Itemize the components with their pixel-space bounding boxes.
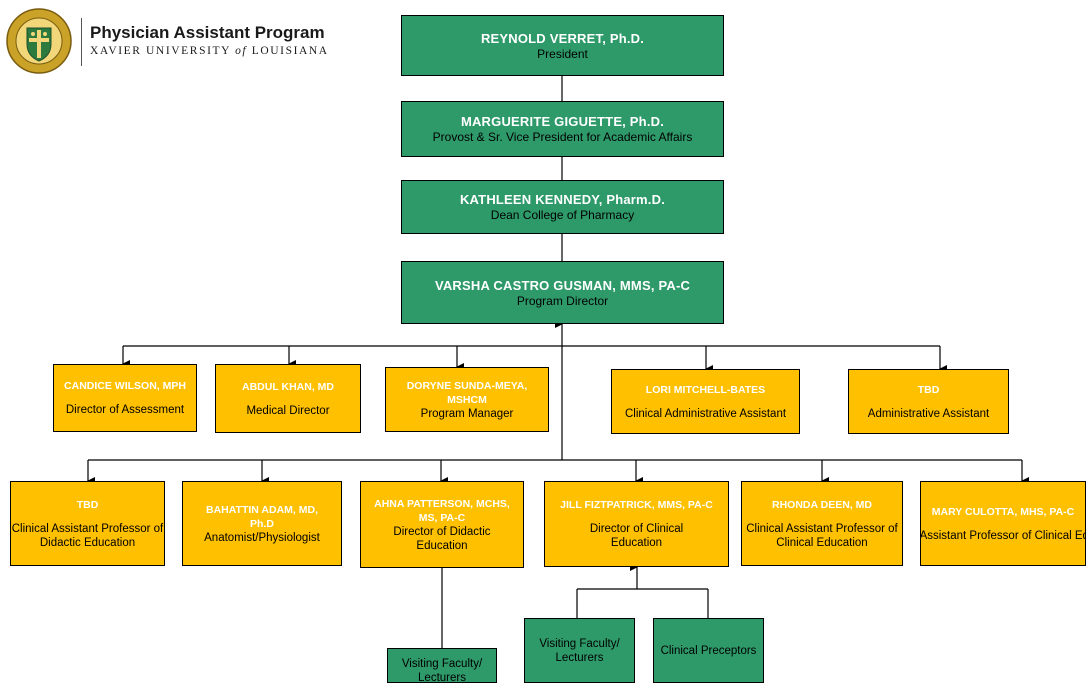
faculty-title: Clinical Assistant Professor of Clinical…: [746, 522, 898, 549]
faculty-title: Clinical Assistant Professor of Didactic…: [11, 522, 164, 549]
support-box-clinical-preceptors: Clinical Preceptors: [653, 618, 764, 683]
staff-name: CANDICE WILSON, MPH: [64, 380, 186, 392]
dean-title: Dean College of Pharmacy: [490, 208, 635, 222]
staff-box-assessment: CANDICE WILSON, MPH Director of Assessme…: [53, 364, 197, 432]
support-title: Visiting Faculty/ Lecturers: [539, 637, 620, 664]
staff-box-admin-assistant: TBD Administrative Assistant: [848, 369, 1009, 434]
faculty-box-didactic-professor: TBD Clinical Assistant Professor of Dida…: [10, 481, 165, 566]
university-name: XAVIER UNIVERSITY of LOUISIANA: [90, 45, 329, 57]
faculty-box-clinical-professor: RHONDA DEEN, MD Clinical Assistant Profe…: [741, 481, 903, 566]
faculty-box-clinical-director: JILL FIZTPATRICK, MMS, PA-C Director of …: [544, 481, 729, 567]
staff-box-clinical-admin: LORI MITCHELL-BATES Clinical Administrat…: [611, 369, 800, 434]
support-box-visiting-faculty-didactic: Visiting Faculty/ Lecturers: [387, 648, 497, 683]
faculty-title: Clinical Assistant Professor of Clinical…: [920, 529, 1085, 542]
provost-box: MARGUERITE GIGUETTE, Ph.D. Provost & Sr.…: [401, 101, 724, 157]
faculty-title: Anatomist/Physiologist: [204, 531, 320, 544]
university-seal: [6, 8, 72, 79]
president-name: REYNOLD VERRET, Ph.D.: [480, 30, 645, 46]
staff-name: DORYNE SUNDA-MEYA, MSHCM: [406, 379, 528, 406]
faculty-name: TBD: [76, 498, 99, 511]
dean-box: KATHLEEN KENNEDY, Pharm.D. Dean College …: [401, 180, 724, 234]
faculty-box-clinical-professor-2: MARY CULOTTA, MHS, PA-C Clinical Assista…: [920, 481, 1086, 566]
faculty-box-anatomist: BAHATTIN ADAM, MD, Ph.D Anatomist/Physio…: [182, 481, 342, 566]
staff-box-medical-director: ABDUL KHAN, MD Medical Director: [215, 364, 361, 433]
brand-divider: [81, 18, 82, 66]
support-box-visiting-faculty-clinical: Visiting Faculty/ Lecturers: [524, 618, 635, 683]
staff-title: Clinical Administrative Assistant: [624, 407, 787, 420]
president-box: REYNOLD VERRET, Ph.D. President: [401, 15, 724, 76]
faculty-title: Director of Clinical Education: [589, 523, 684, 549]
faculty-name: MARY CULOTTA, MHS, PA-C: [931, 505, 1075, 518]
staff-title: Program Manager: [420, 407, 514, 420]
dean-name: KATHLEEN KENNEDY, Pharm.D.: [459, 192, 666, 207]
staff-name: LORI MITCHELL-BATES: [645, 383, 766, 396]
staff-title: Director of Assessment: [65, 404, 185, 416]
president-title: President: [537, 46, 588, 61]
faculty-title: Director of Didactic Education: [393, 525, 491, 552]
support-title: Clinical Preceptors: [660, 644, 757, 657]
program-director-title: Program Director: [516, 293, 609, 308]
staff-name: TBD: [917, 383, 940, 396]
support-title: Visiting Faculty/ Lecturers: [401, 658, 483, 683]
provost-title: Provost & Sr. Vice President for Academi…: [432, 130, 693, 144]
program-title: Physician Assistant Program: [90, 23, 325, 42]
staff-title: Medical Director: [246, 404, 330, 417]
faculty-box-didactic-director: AHNA PATTERSON, MCHS, MS, PA-C Director …: [360, 481, 524, 568]
staff-box-program-manager: DORYNE SUNDA-MEYA, MSHCM Program Manager: [385, 367, 549, 432]
program-director-name: VARSHA CASTRO GUSMAN, MMS, PA-C: [434, 277, 691, 293]
staff-title: Administrative Assistant: [867, 407, 990, 420]
faculty-name: BAHATTIN ADAM, MD, Ph.D: [206, 503, 318, 530]
provost-name: MARGUERITE GIGUETTE, Ph.D.: [460, 114, 665, 129]
program-director-box: VARSHA CASTRO GUSMAN, MMS, PA-C Program …: [401, 261, 724, 324]
faculty-name: AHNA PATTERSON, MCHS, MS, PA-C: [374, 497, 510, 524]
staff-name: ABDUL KHAN, MD: [242, 380, 334, 393]
faculty-name: JILL FIZTPATRICK, MMS, PA-C: [560, 499, 713, 511]
faculty-name: RHONDA DEEN, MD: [772, 498, 872, 511]
